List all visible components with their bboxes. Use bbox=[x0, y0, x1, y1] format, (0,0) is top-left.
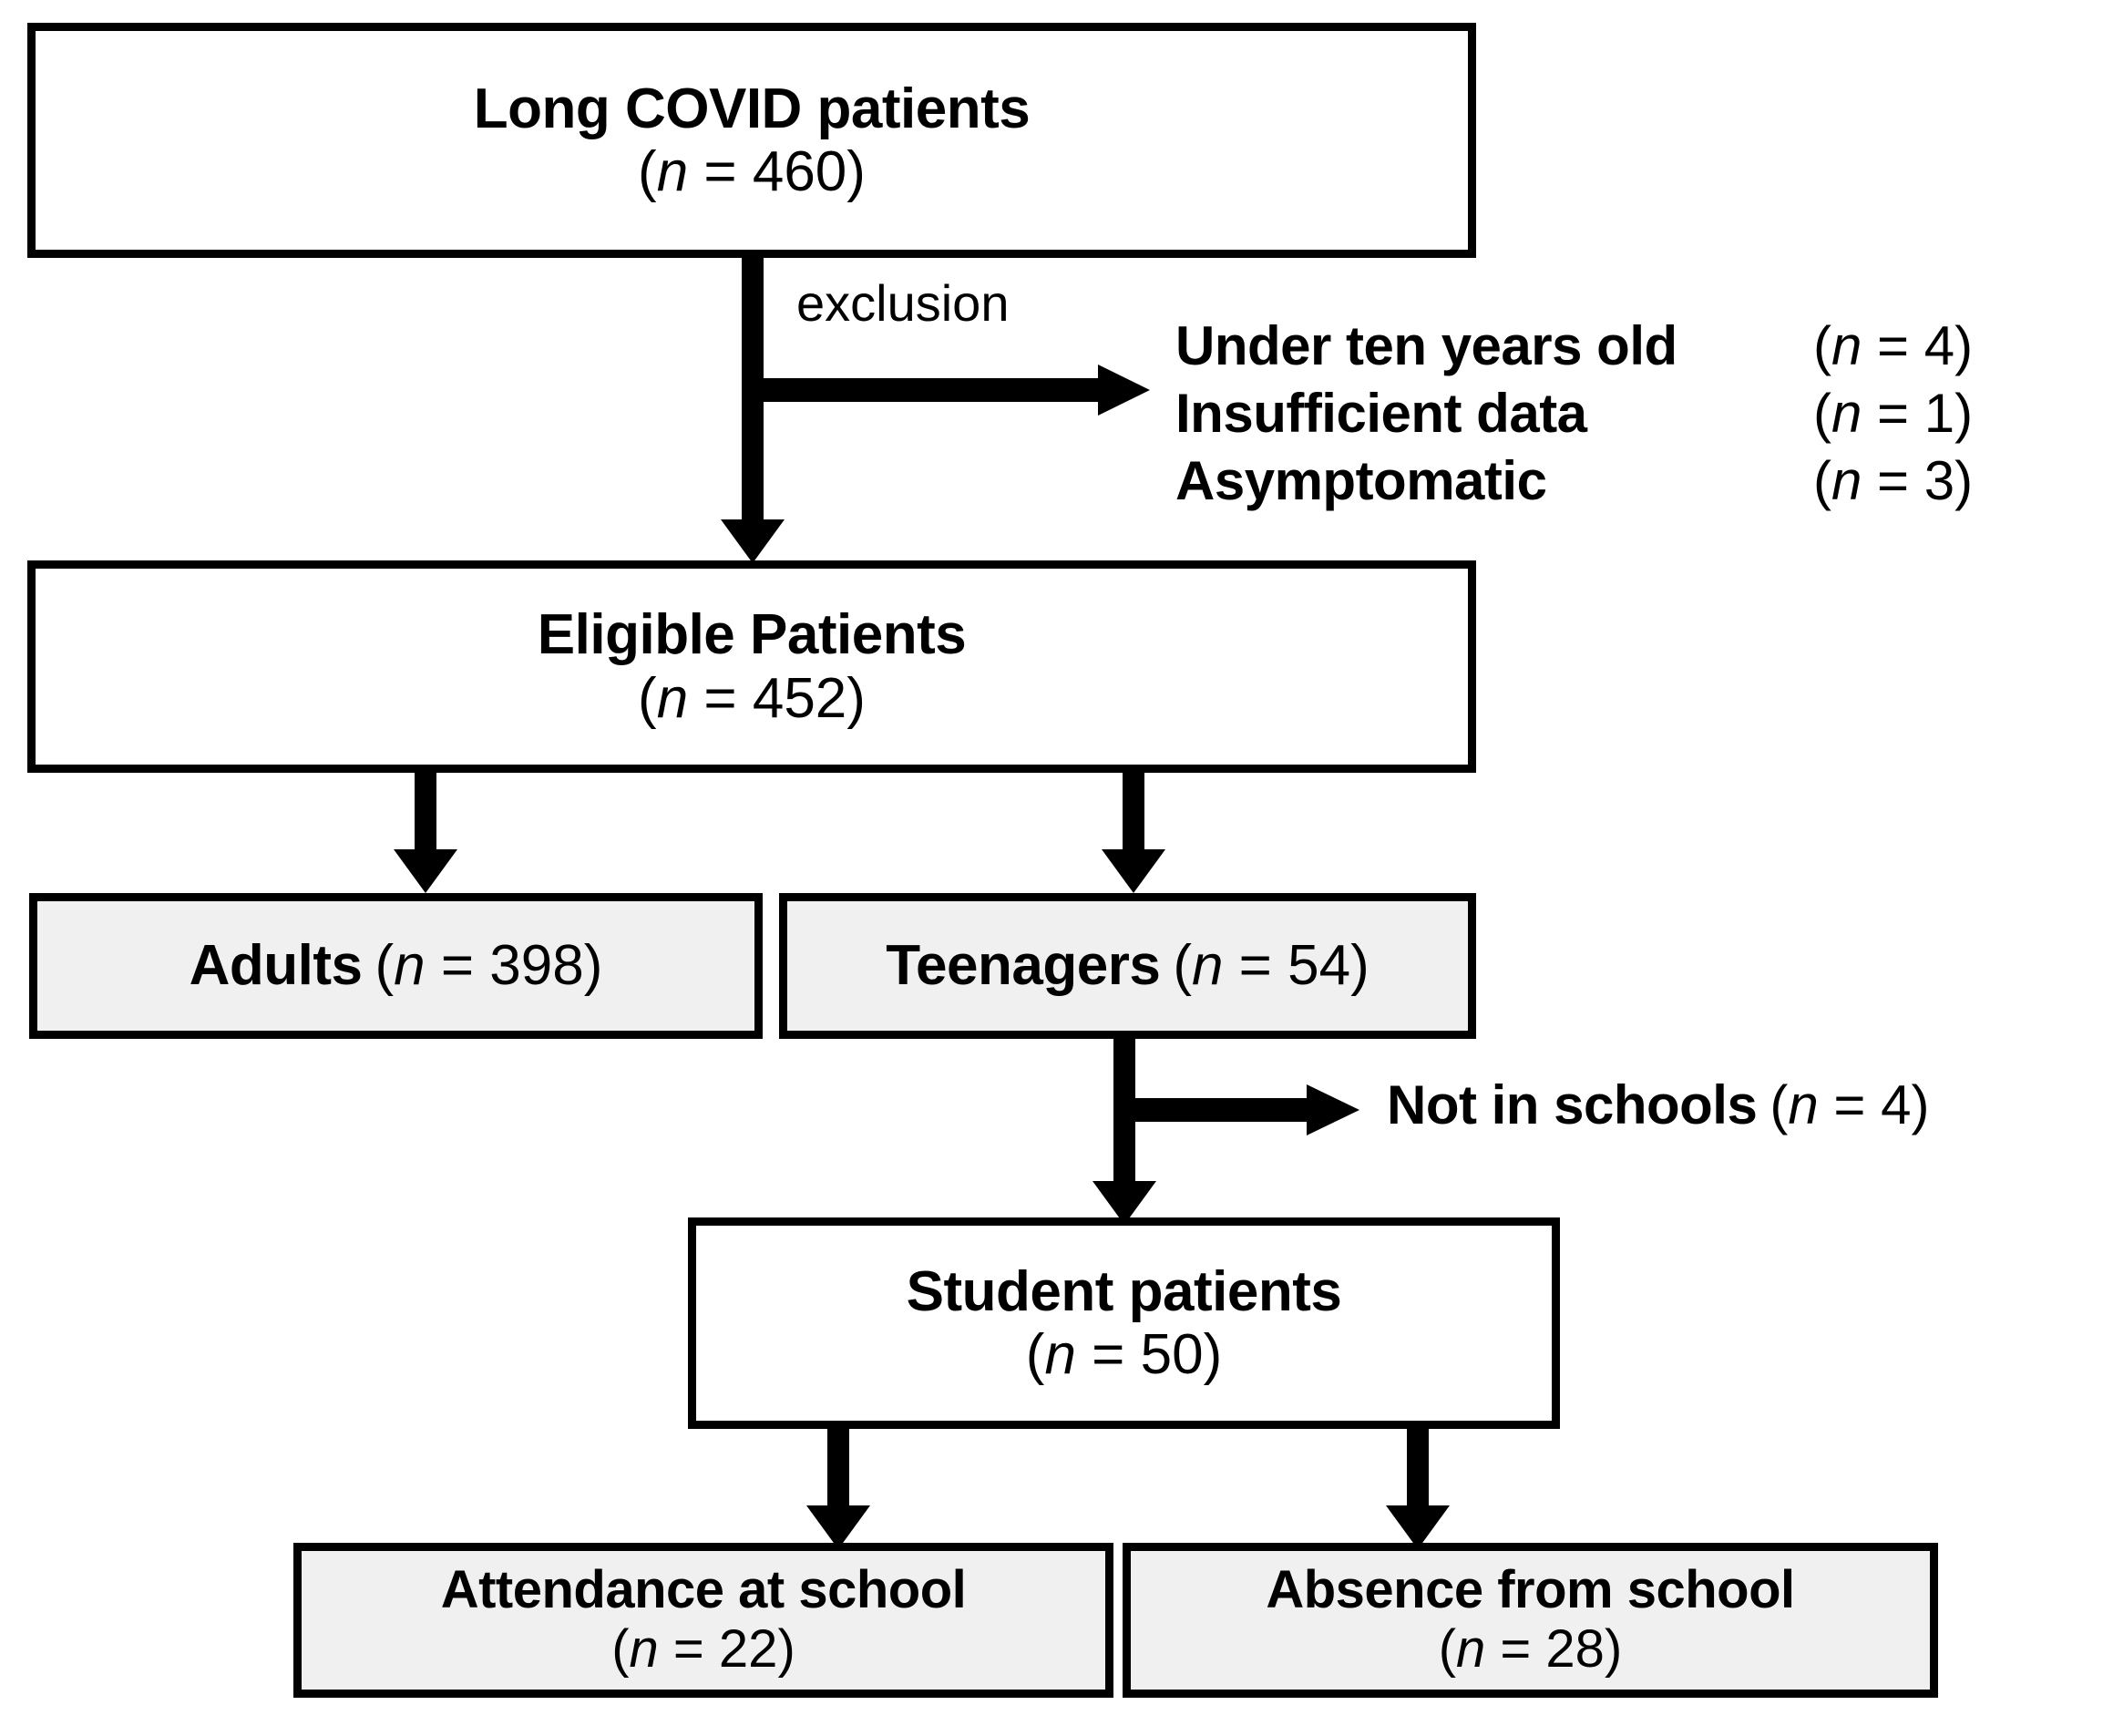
node-eligible-count: (n = 452) bbox=[638, 666, 866, 730]
node-absence-count: (n = 28) bbox=[1438, 1619, 1623, 1679]
node-adults-count: (n = 398) bbox=[374, 934, 603, 998]
node-attendance-count: (n = 22) bbox=[611, 1619, 795, 1679]
node-adults-label: Adults bbox=[189, 934, 363, 998]
exclusion-reason-item: Insufficient data (n = 1) bbox=[1175, 382, 1973, 449]
edge-eligible-to-teenagers bbox=[1102, 773, 1165, 893]
node-absence-from-school[interactable]: Absence from school (n = 28) bbox=[1123, 1543, 1938, 1698]
node-adults[interactable]: Adults (n = 398) bbox=[29, 893, 763, 1039]
node-adults-row: Adults (n = 398) bbox=[190, 934, 603, 997]
node-teenagers-label: Teenagers bbox=[886, 934, 1161, 998]
edge-eligible-to-adults bbox=[394, 773, 457, 893]
node-student-patients[interactable]: Student patients (n = 50) bbox=[688, 1217, 1560, 1429]
not-in-schools-text: Not in schools bbox=[1387, 1074, 1758, 1135]
node-student-patients-count: (n = 50) bbox=[1025, 1323, 1223, 1386]
edge-longcovid-to-exclusion bbox=[753, 365, 1150, 416]
edge-students-to-absence bbox=[1386, 1429, 1450, 1549]
exclusion-reason-item: Under ten years old (n = 4) bbox=[1175, 314, 1973, 382]
exclusion-reason-text: Insufficient data bbox=[1175, 383, 1587, 444]
node-teenagers[interactable]: Teenagers (n = 54) bbox=[779, 893, 1476, 1039]
exclusion-reason-text: Asymptomatic bbox=[1175, 450, 1547, 511]
edge-students-to-attendance bbox=[806, 1429, 870, 1549]
exclusion-reason-text: Under ten years old bbox=[1175, 315, 1677, 376]
not-in-schools-annotation: Not in schools (n = 4) bbox=[1387, 1073, 1929, 1136]
node-long-covid-label: Long COVID patients bbox=[473, 77, 1031, 140]
not-in-schools-count: (n = 4) bbox=[1770, 1074, 1930, 1135]
node-long-covid-patients[interactable]: Long COVID patients (n = 460) bbox=[27, 23, 1476, 258]
exclusion-reason-item: Asymptomatic (n = 3) bbox=[1175, 449, 1973, 517]
exclusion-reason-count: (n = 4) bbox=[1813, 315, 1974, 376]
edge-longcovid-to-eligible bbox=[721, 258, 785, 563]
node-absence-label: Absence from school bbox=[1266, 1560, 1795, 1620]
node-attendance-at-school[interactable]: Attendance at school (n = 22) bbox=[293, 1543, 1113, 1698]
exclusion-reason-count: (n = 1) bbox=[1813, 383, 1974, 444]
edge-teenagers-to-notinschools bbox=[1124, 1084, 1359, 1135]
node-teenagers-row: Teenagers (n = 54) bbox=[886, 934, 1370, 997]
node-attendance-label: Attendance at school bbox=[440, 1560, 967, 1620]
exclusion-edge-label: exclusion bbox=[796, 274, 1010, 332]
node-eligible-label: Eligible Patients bbox=[537, 603, 967, 667]
node-student-patients-label: Student patients bbox=[906, 1259, 1342, 1323]
exclusion-reason-list: Under ten years old (n = 4) Insufficient… bbox=[1175, 314, 1973, 517]
edge-teenagers-to-students bbox=[1093, 1039, 1156, 1225]
node-eligible-patients[interactable]: Eligible Patients (n = 452) bbox=[27, 560, 1476, 773]
node-teenagers-count: (n = 54) bbox=[1173, 934, 1370, 998]
node-long-covid-count: (n = 460) bbox=[638, 140, 866, 203]
exclusion-reason-count: (n = 3) bbox=[1813, 450, 1974, 511]
